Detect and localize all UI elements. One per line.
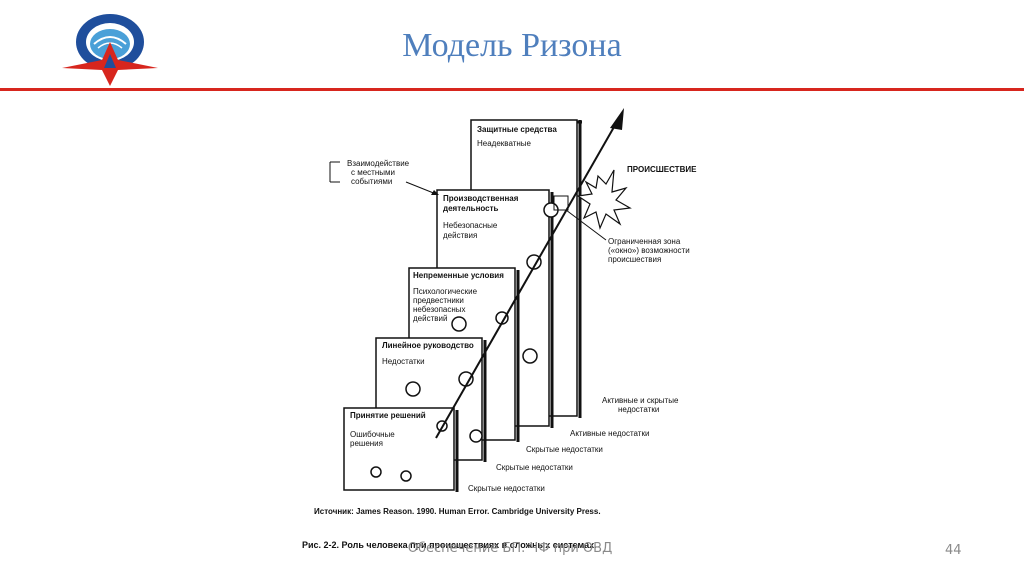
page-number: 44 bbox=[945, 543, 962, 558]
interaction-label-1: Взаимодействие bbox=[347, 159, 410, 168]
hole bbox=[469, 429, 483, 443]
interaction-label-3: событиями bbox=[351, 177, 392, 186]
hole bbox=[370, 466, 382, 478]
hole bbox=[405, 381, 421, 397]
hole bbox=[451, 316, 467, 332]
slide-header: Модель Ризона bbox=[0, 0, 1024, 92]
figure-caption: Рис. 2-2. Роль человека при происшествия… bbox=[302, 540, 597, 550]
layer-holes bbox=[370, 202, 559, 482]
deficiency-label-production: Активные недостатки bbox=[570, 429, 649, 438]
layer-production-body-1: Небезопасные bbox=[443, 221, 498, 230]
interaction-label-2: с местными bbox=[351, 168, 395, 177]
goskorporatsiya-logo bbox=[62, 14, 158, 86]
hole bbox=[400, 470, 412, 482]
layer-production-title-2: деятельность bbox=[443, 204, 499, 213]
deficiency-label-preconditions: Скрытые недостатки bbox=[526, 445, 603, 454]
deficiency-label-decisions: Скрытые недостатки bbox=[468, 484, 545, 493]
reason-model-diagram: Защитные средства Неадекватные Производс… bbox=[302, 108, 697, 550]
incident-label: ПРОИСШЕСТВИЕ bbox=[627, 165, 697, 174]
window-of-opportunity: Ограниченная зона («окно») возможности п… bbox=[553, 195, 690, 264]
layer-decision-making-body-2: решения bbox=[350, 439, 383, 448]
interaction-with-local-events: Взаимодействие с местными событиями bbox=[329, 159, 439, 195]
layer-decision-making-title: Принятие решений bbox=[350, 411, 426, 420]
deficiency-label-defenses-2: недостатки bbox=[618, 405, 659, 414]
deficiency-labels: Активные и скрытые недостатки Активные н… bbox=[468, 396, 679, 493]
header-divider bbox=[0, 88, 1024, 91]
accident-trajectory bbox=[435, 108, 624, 439]
layer-preconditions-body-4: действий bbox=[413, 314, 447, 323]
layer-defenses-title: Защитные средства bbox=[477, 125, 557, 134]
window-label-2: («окно») возможности bbox=[608, 246, 690, 255]
deficiency-label-line-management: Скрытые недостатки bbox=[496, 463, 573, 472]
layer-production-body-2: действия bbox=[443, 231, 477, 240]
layer-preconditions-title: Непременные условия bbox=[413, 271, 504, 280]
layer-production-title-1: Производственная bbox=[443, 194, 519, 203]
layer-preconditions-body-2: предвестники bbox=[413, 296, 464, 305]
hole bbox=[522, 348, 538, 364]
source-note: Источник: James Reason. 1990. Human Erro… bbox=[314, 507, 601, 516]
layer-decision-making-body-1: Ошибочные bbox=[350, 430, 395, 439]
window-label-3: происшествия bbox=[608, 255, 661, 264]
slide-title: Модель Ризона bbox=[402, 27, 622, 64]
window-label-1: Ограниченная зона bbox=[608, 237, 681, 246]
deficiency-label-defenses-1: Активные и скрытые bbox=[602, 396, 679, 405]
layer-preconditions-body-1: Психологические bbox=[413, 287, 478, 296]
layer-decision-making: Принятие решений Ошибочные решения bbox=[343, 407, 459, 492]
arrowhead-icon bbox=[610, 108, 624, 130]
layer-line-management-title: Линейное руководство bbox=[382, 341, 474, 350]
layer-defenses-body: Неадекватные bbox=[477, 139, 532, 148]
layer-line-management-body: Недостатки bbox=[382, 357, 425, 366]
incident-burst-icon bbox=[576, 169, 632, 230]
layer-preconditions-body-3: небезопасных bbox=[413, 305, 466, 314]
slide-footer: Обеспечение БП. ЧФ при ОВД bbox=[407, 541, 613, 556]
hole bbox=[526, 254, 542, 270]
